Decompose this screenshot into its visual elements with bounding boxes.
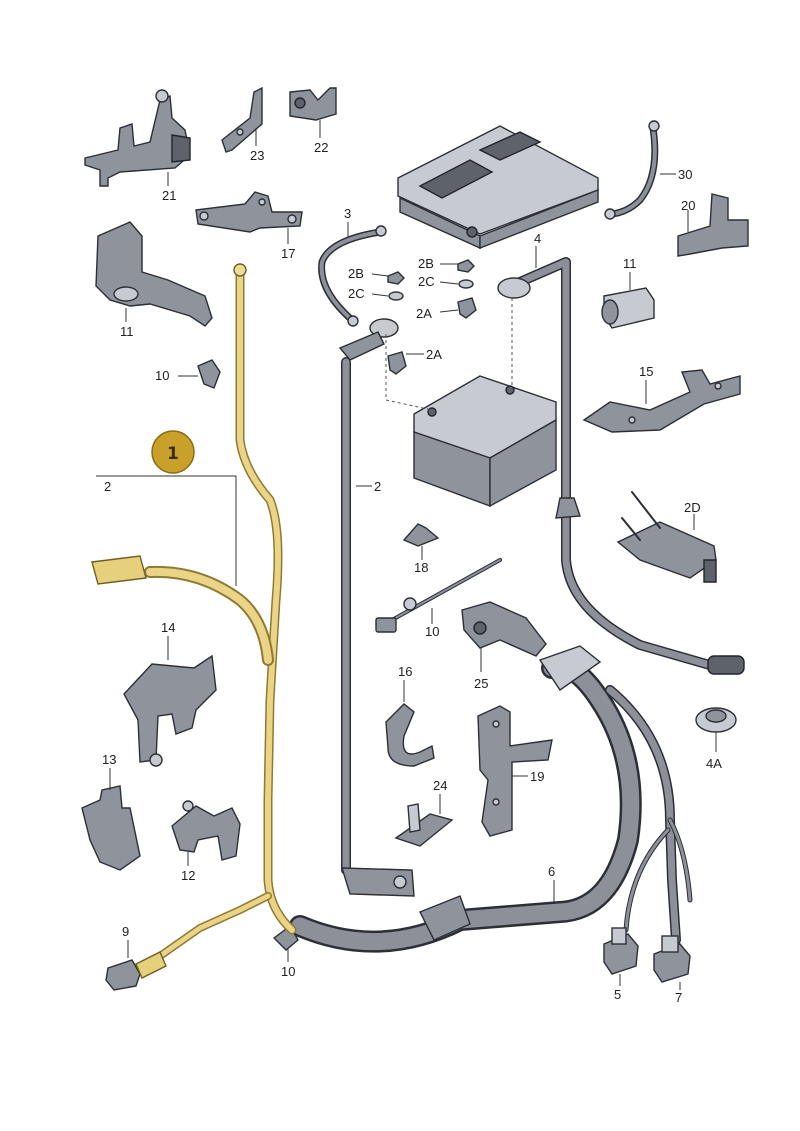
- label-9: 9: [122, 924, 129, 939]
- battery-control-module[interactable]: [397, 125, 599, 250]
- label-19: 19: [530, 769, 544, 784]
- part-13-bracket[interactable]: [81, 785, 141, 871]
- part-20-bracket[interactable]: [677, 193, 749, 257]
- label-5: 5: [614, 987, 621, 1002]
- part-12-bracket[interactable]: [171, 800, 241, 861]
- part-2-ground-cable[interactable]: [338, 318, 415, 897]
- label-2a-upper: 2A: [416, 306, 432, 321]
- label-2d: 2D: [684, 500, 701, 515]
- part-25-cap[interactable]: [461, 601, 547, 657]
- label-2-mid: 2: [374, 479, 381, 494]
- label-12: 12: [181, 868, 195, 883]
- part-11-cylinder-clip[interactable]: [601, 287, 655, 329]
- label-25: 25: [474, 676, 488, 691]
- label-2a-lower: 2A: [426, 347, 442, 362]
- label-2c-right: 2C: [418, 274, 435, 289]
- label-13: 13: [102, 752, 116, 767]
- part-4-terminal-cable[interactable]: [497, 257, 745, 675]
- label-14: 14: [161, 620, 175, 635]
- part-5-connector[interactable]: [603, 927, 639, 975]
- part-22-clip[interactable]: [289, 87, 337, 121]
- callout-1[interactable]: 1: [151, 430, 195, 474]
- part-14-bracket[interactable]: [123, 654, 217, 767]
- label-23: 23: [250, 148, 264, 163]
- label-10-mid: 10: [425, 624, 439, 639]
- label-3: 3: [344, 206, 351, 221]
- part-10-cable-tie[interactable]: [375, 558, 502, 633]
- part-7-connector[interactable]: [653, 935, 691, 983]
- bolt-2a-upper[interactable]: [457, 297, 477, 319]
- part-17-bracket[interactable]: [195, 191, 303, 233]
- label-11-left: 11: [120, 324, 134, 339]
- label-17: 17: [281, 246, 295, 261]
- label-16: 16: [398, 664, 412, 679]
- label-4: 4: [534, 231, 541, 246]
- part-11-cover[interactable]: [95, 221, 213, 327]
- label-6: 6: [548, 864, 555, 879]
- part-10-clip-left[interactable]: [197, 359, 221, 389]
- label-2b-left: 2B: [348, 266, 364, 281]
- label-11-right: 11: [623, 256, 637, 271]
- washer-2c-left[interactable]: [388, 291, 404, 301]
- part-3-cable[interactable]: [318, 225, 387, 327]
- part-30-ground-strap[interactable]: [604, 120, 660, 220]
- label-24: 24: [433, 778, 447, 793]
- part-24-post[interactable]: [394, 803, 454, 847]
- label-30: 30: [678, 167, 692, 182]
- label-10-bottom: 10: [281, 964, 295, 979]
- label-2-top: 2: [104, 479, 111, 494]
- washer-2c-right[interactable]: [458, 279, 474, 289]
- label-2b-right: 2B: [418, 256, 434, 271]
- label-2c-left: 2C: [348, 286, 365, 301]
- part-6-main-cable[interactable]: [289, 645, 693, 953]
- part-21-bracket[interactable]: [84, 89, 191, 187]
- battery[interactable]: [413, 375, 557, 508]
- nut-2b-right[interactable]: [457, 259, 475, 273]
- part-19-bracket[interactable]: [477, 705, 553, 837]
- part-1-wiring-harness[interactable]: [91, 263, 297, 991]
- label-22: 22: [314, 140, 328, 155]
- nut-2b-left[interactable]: [387, 271, 405, 285]
- label-7: 7: [675, 990, 682, 1005]
- part-4a-terminal-cap[interactable]: [695, 707, 737, 733]
- label-15: 15: [639, 364, 653, 379]
- label-18: 18: [414, 560, 428, 575]
- label-20: 20: [681, 198, 695, 213]
- part-2d-cover[interactable]: [616, 491, 717, 583]
- part-18-clip[interactable]: [402, 523, 440, 547]
- part-23-hook[interactable]: [221, 86, 263, 153]
- callout-1-number: 1: [167, 444, 179, 464]
- label-21: 21: [162, 188, 176, 203]
- part-15-bracket[interactable]: [582, 369, 741, 433]
- label-4a: 4A: [706, 756, 722, 771]
- part-16-clamp[interactable]: [385, 703, 435, 767]
- label-10-left: 10: [155, 368, 169, 383]
- bolt-2a-lower[interactable]: [387, 351, 407, 375]
